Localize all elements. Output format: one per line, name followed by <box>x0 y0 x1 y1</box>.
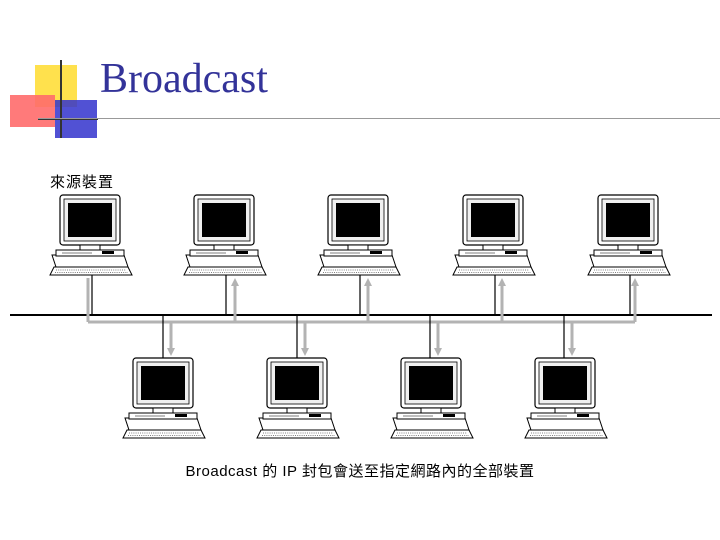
computer-top-3 <box>317 194 401 276</box>
arrows-up <box>231 278 639 322</box>
title-divider <box>38 118 720 119</box>
computer-source <box>49 194 133 276</box>
ornament-red-block <box>10 95 55 127</box>
computer-bottom-1 <box>122 357 206 439</box>
top-drop-lines <box>91 275 631 315</box>
computer-top-4 <box>452 194 536 276</box>
arrows-down <box>167 322 576 356</box>
computer-bottom-4 <box>524 357 608 439</box>
ornament-horizontal-line <box>38 118 98 120</box>
bottom-drop-lines <box>162 315 565 358</box>
computer-top-2 <box>183 194 267 276</box>
computer-bottom-2 <box>256 357 340 439</box>
computer-top-5 <box>587 194 671 276</box>
computer-bottom-3 <box>390 357 474 439</box>
source-device-label: 來源裝置 <box>50 174 115 191</box>
ornament-vertical-line <box>60 60 62 138</box>
diagram-caption: Broadcast 的 IP 封包會送至指定網路內的全部裝置 <box>185 463 535 480</box>
slide-title: Broadcast <box>100 56 268 102</box>
